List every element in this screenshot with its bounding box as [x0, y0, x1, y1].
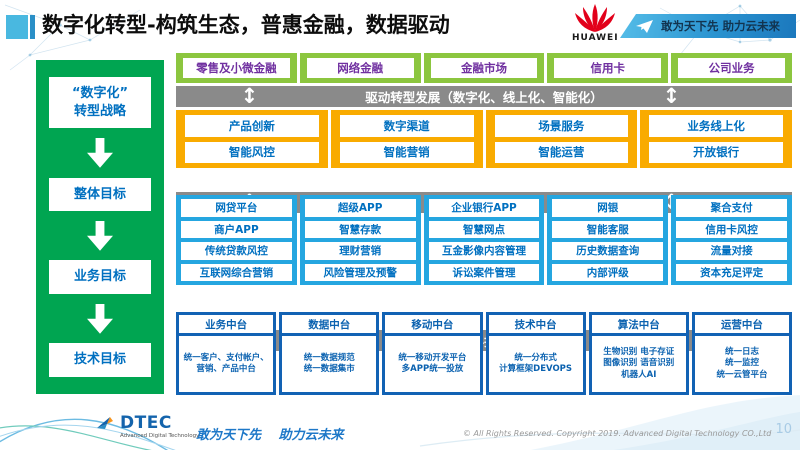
application-box: 聚合支付 [676, 199, 787, 217]
updown-arrow-icon: ↕ [240, 84, 259, 108]
header-slogan-text: 敢为天下先 助力云未来 [660, 19, 780, 33]
platform-col: 移动中台统一移动开发平台 多APP统一投放 [382, 312, 483, 395]
business-line-col: 零售及小微金融 [176, 53, 297, 83]
business-line-col: 网络金融 [299, 53, 421, 83]
application-col: 聚合支付信用卡风控流量对接资本充足评定 [671, 195, 792, 285]
platform-content-box: 生物识别 电子存证 图像识别 语音识别 机器人AI [591, 336, 686, 392]
application-box: 智慧网点 [428, 220, 540, 238]
application-box: 传统贷款风控 [181, 242, 292, 260]
capability-box: 开放银行 [649, 141, 783, 163]
updown-arrow-icon: ↕ [662, 84, 681, 108]
title-accent-square [6, 15, 28, 39]
capability-col: 产品创新智能风控 [176, 110, 328, 168]
capability-col: 场景服务智能运营 [485, 110, 638, 168]
huawei-wordmark: HUAWEI [572, 33, 619, 43]
huawei-flower-icon [575, 4, 615, 32]
application-box: 资本充足评定 [676, 263, 787, 281]
capability-box: 智能运营 [494, 141, 629, 163]
copyright-text: © All Rights Reserved. Copyright 2019. A… [463, 429, 772, 438]
application-box: 风险管理及预警 [304, 263, 416, 281]
business-lines-row: 零售及小微金融网络金融金融市场信用卡公司业务 [176, 53, 792, 83]
down-arrow-icon [87, 220, 113, 251]
header-slogan-banner: 敢为天下先 助力云未来 [620, 14, 796, 38]
down-arrow-icon [87, 303, 113, 334]
capability-box: 场景服务 [494, 115, 629, 137]
adtec-wordmark: DTEC [120, 413, 172, 433]
banner-transformation-label: 驱动转型发展（数字化、线上化、智能化） [365, 90, 603, 105]
platform-title-box: 业务中台 [179, 315, 274, 333]
business-line-box: 零售及小微金融 [183, 58, 290, 78]
capability-box: 业务线上化 [649, 115, 783, 137]
adtec-subtext: Advanced Digital Technology [120, 433, 200, 439]
down-arrow-icon [87, 137, 113, 168]
application-grid: 网贷平台商户APP 传统贷款风控互联网综合营销 超级APP 智慧存款理财营销风险管理及… [176, 195, 792, 285]
platform-content-box: 统一移动开发平台 多APP统一投放 [385, 336, 480, 392]
business-line-col: 公司业务 [671, 53, 792, 83]
application-box: 历史数据查询 [552, 242, 664, 260]
paper-plane-icon [635, 19, 653, 33]
sidebar-step-box: 业务目标 [49, 260, 151, 294]
platform-title-box: 算法中台 [591, 315, 686, 333]
capability-box: 数字渠道 [339, 115, 474, 137]
page-title: 数字化转型-构筑生态，普惠金融，数据驱动 [42, 13, 450, 37]
capability-col: 业务线上化开放银行 [640, 110, 792, 168]
application-box: 互联网综合营销 [181, 263, 292, 281]
capability-box: 智能风控 [185, 141, 319, 163]
sidebar-flow: “数字化” 转型战略整体目标业务目标技术目标 [36, 60, 164, 394]
platform-col: 算法中台生物识别 电子存证 图像识别 语音识别 机器人AI [588, 312, 689, 395]
application-box: 网贷平台 [181, 199, 292, 217]
capability-grid: 产品创新智能风控数字渠道智能营销场景服务智能运营业务线上化开放银行 [176, 110, 792, 168]
application-box: 流量对接 [676, 242, 787, 260]
title-accent-bar [30, 15, 35, 39]
application-box: 理财营销 [304, 242, 416, 260]
platform-content-box: 统一数据规范 统一数据集市 [282, 336, 377, 392]
application-box: 信用卡风控 [676, 220, 787, 238]
business-line-col: 金融市场 [423, 53, 545, 83]
sidebar-step-box: 技术目标 [49, 343, 151, 377]
application-box: 网银 [552, 199, 664, 217]
platform-content-box: 统一日志 统一监控 统一云管平台 [694, 336, 790, 392]
page-number: 10 [775, 422, 792, 437]
banner-transformation: ↕ 驱动转型发展（数字化、线上化、智能化） ↕ [176, 84, 792, 108]
application-box: 互金影像内容管理 [428, 242, 540, 260]
application-box: 智慧存款 [304, 220, 416, 238]
business-line-box: 网络金融 [306, 58, 414, 78]
platform-col: 业务中台统一客户、支付帐户、营销、产品中台 [176, 312, 277, 395]
platform-col: 技术中台统一分布式 计算框架DEVOPS [485, 312, 586, 395]
platform-title-box: 技术中台 [488, 315, 583, 333]
business-line-box: 信用卡 [554, 58, 662, 78]
application-box: 商户APP [181, 220, 292, 238]
adtec-logo: DTEC Advanced Digital Technology [96, 415, 199, 439]
footer-slogan: 敢为天下先 助力云未来 [196, 428, 344, 443]
application-box: 诉讼案件管理 [428, 263, 540, 281]
platform-content-box: 统一分布式 计算框架DEVOPS [488, 336, 583, 392]
capability-col: 数字渠道智能营销 [330, 110, 483, 168]
platform-col: 数据中台统一数据规范 统一数据集市 [279, 312, 380, 395]
platform-col: 运营中台统一日志 统一监控 统一云管平台 [691, 312, 793, 395]
business-line-box: 金融市场 [430, 58, 538, 78]
platform-title-box: 数据中台 [282, 315, 377, 333]
business-line-col: 信用卡 [547, 53, 669, 83]
capability-box: 智能营销 [339, 141, 474, 163]
application-col: 超级APP 智慧存款理财营销风险管理及预警 [299, 195, 421, 285]
application-col: 网银智能客服历史数据查询内部评级 [547, 195, 669, 285]
huawei-logo: HUAWEI [572, 3, 618, 43]
application-box: 超级APP [304, 199, 416, 217]
business-line-box: 公司业务 [678, 58, 785, 78]
application-box: 内部评级 [552, 263, 664, 281]
application-col: 网贷平台商户APP 传统贷款风控互联网综合营销 [176, 195, 297, 285]
application-box: 智能客服 [552, 220, 664, 238]
application-box: 企业银行APP [428, 199, 540, 217]
platform-content-box: 统一客户、支付帐户、营销、产品中台 [179, 336, 274, 392]
platform-title-box: 移动中台 [385, 315, 480, 333]
application-col: 企业银行APP 智慧网点互金影像内容管理诉讼案件管理 [423, 195, 545, 285]
adtec-arrow-icon [97, 417, 113, 429]
platform-grid: 业务中台统一客户、支付帐户、营销、产品中台数据中台统一数据规范 统一数据集市移动… [176, 312, 793, 395]
sidebar-step-box: “数字化” 转型战略 [49, 77, 151, 129]
capability-box: 产品创新 [185, 115, 319, 137]
sidebar-step-box: 整体目标 [49, 177, 151, 212]
platform-title-box: 运营中台 [694, 315, 790, 333]
